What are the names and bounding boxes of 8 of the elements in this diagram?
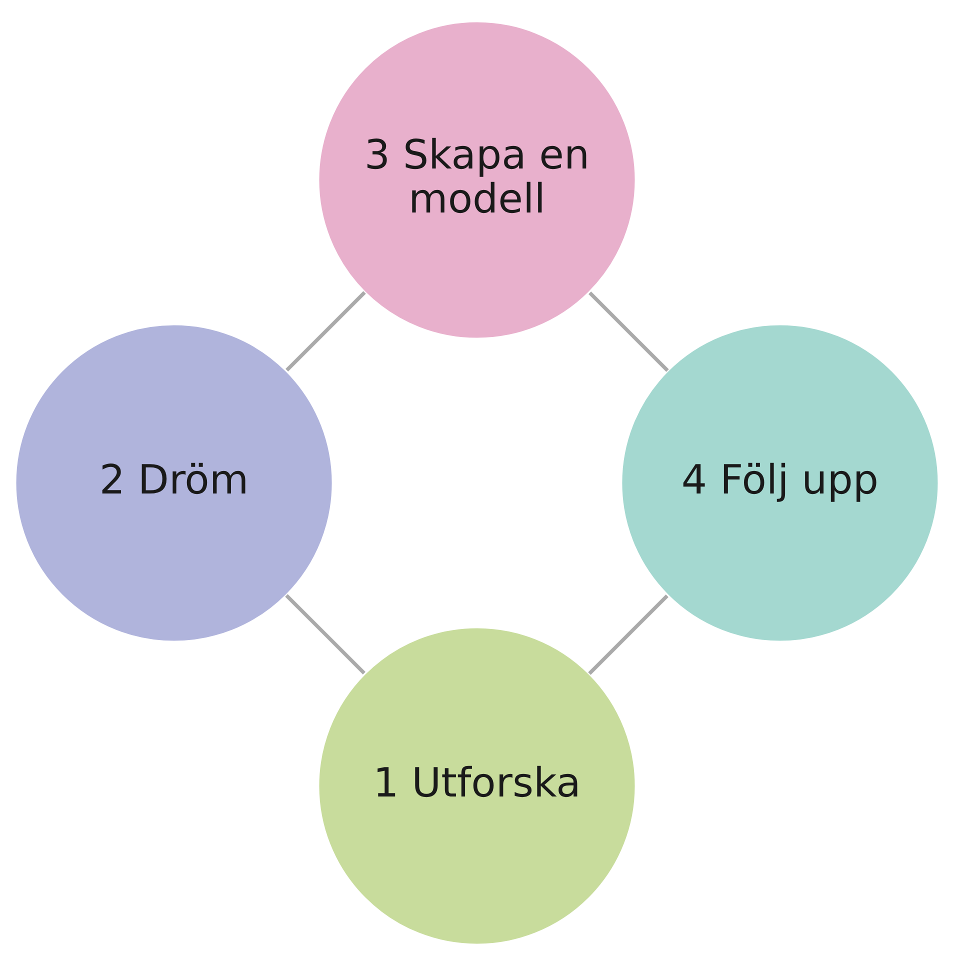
connector: [588, 292, 669, 372]
node-circle: 3 Skapa en modell: [317, 20, 637, 340]
node-circle: 4 Följ upp: [620, 323, 940, 643]
connector: [588, 594, 668, 675]
node-circle: 1 Utforska: [317, 626, 637, 946]
connector: [286, 291, 366, 372]
connector: [285, 594, 366, 674]
node-circle: 2 Dröm: [14, 323, 334, 643]
